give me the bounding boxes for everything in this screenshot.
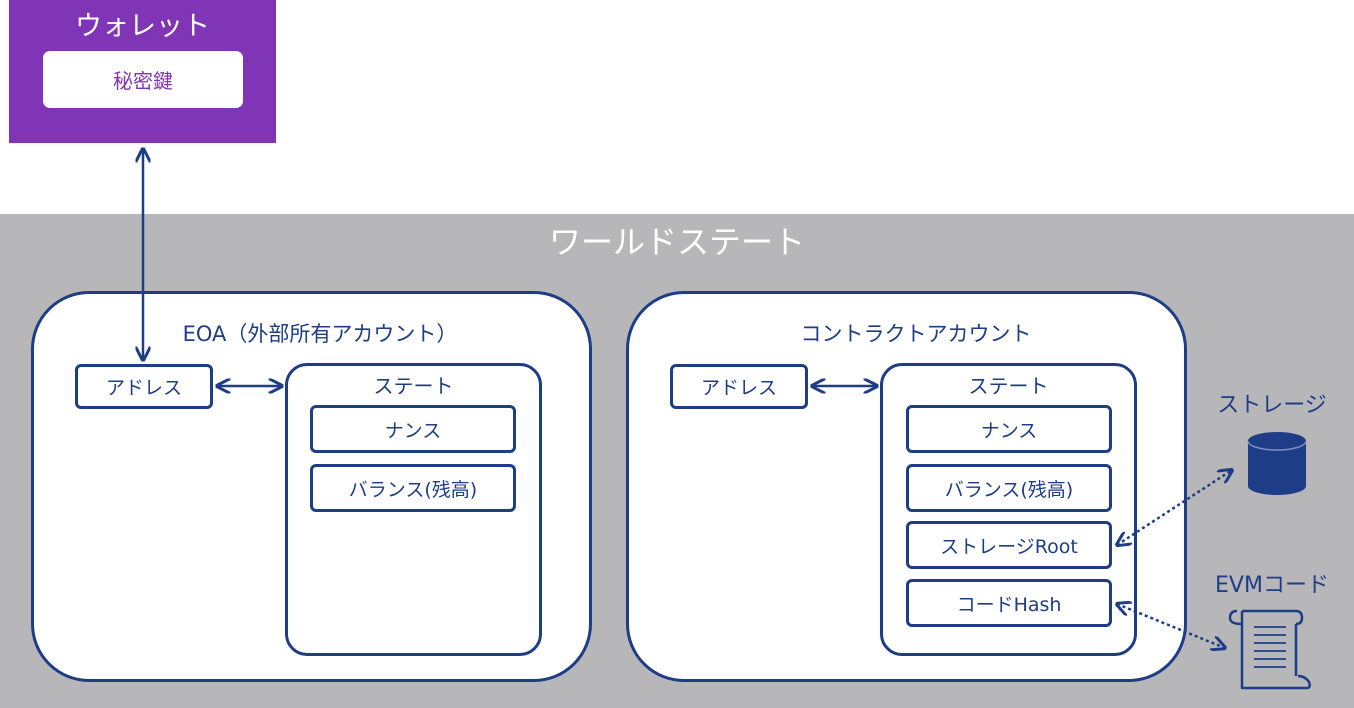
code-hash-arrow: [1117, 604, 1225, 648]
contract-nonce-box: ナンス: [906, 405, 1112, 453]
contract-storage-root-box: ストレージRoot: [906, 521, 1112, 569]
scroll-icon: [1228, 609, 1311, 690]
contract-code-hash-box: コードHash: [906, 579, 1112, 627]
wallet-panel: ウォレット 秘密鍵: [9, 0, 276, 143]
private-key-box: 秘密鍵: [43, 51, 243, 108]
eoa-title: EOA（外部所有アカウント）: [182, 322, 458, 346]
contract-state-title: ステート: [968, 374, 1049, 398]
storage-label: ストレージ: [1217, 393, 1327, 418]
database-icon: [1247, 432, 1307, 495]
eoa-nonce-box: ナンス: [310, 405, 516, 453]
eoa-state-title: ステート: [373, 374, 454, 398]
storage-root-arrow: [1117, 470, 1232, 545]
world-state-title: ワールドステート: [548, 223, 805, 261]
wallet-title: ウォレット: [75, 11, 210, 42]
eoa-balance-box: バランス(残高): [310, 464, 516, 512]
contract-title: コントラクトアカウント: [800, 322, 1032, 346]
contract-balance-box: バランス(残高): [906, 464, 1112, 512]
contract-address-box: アドレス: [670, 364, 808, 409]
evm-code-label: EVMコード: [1215, 573, 1329, 598]
eoa-address-box: アドレス: [75, 364, 213, 409]
